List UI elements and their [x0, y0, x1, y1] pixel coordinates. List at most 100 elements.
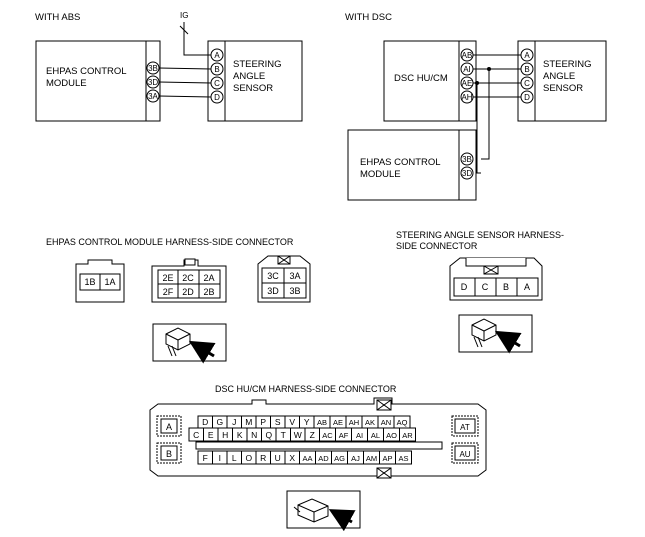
- dsc-pin-g: G: [216, 417, 223, 427]
- dsc-hucm-pins: AB AI AE AH: [460, 48, 474, 104]
- ehpas-c2-pin-2b: 2B: [203, 287, 214, 297]
- dsc-pin-u: U: [275, 453, 281, 463]
- dsc-wire-c-3d: [476, 83, 481, 174]
- ehpas-c3-pin-3a: 3A: [289, 271, 300, 281]
- dsc-pin-b: B: [166, 449, 172, 459]
- dsc-pin-k: K: [237, 430, 243, 440]
- dsc-pin-ap: AP: [382, 454, 392, 463]
- dsc-sensor-label-1: STEERING: [543, 59, 592, 70]
- dsc-pin-af: AF: [339, 431, 349, 440]
- dsc-pin-ar: AR: [402, 431, 413, 440]
- abs-wire-3b-b: [158, 67, 212, 70]
- dsc-pin-y: Y: [304, 417, 310, 427]
- ehpas-c1-pin-1b: 1B: [84, 277, 95, 287]
- dsc-pin-s: S: [275, 417, 281, 427]
- dsc-pin-a: A: [166, 422, 172, 432]
- dsc-pin-am: AM: [366, 454, 377, 463]
- sas-connector-title-1: STEERING ANGLE SENSOR HARNESS-: [396, 230, 564, 240]
- dsc-pin-ae: AE: [333, 418, 343, 427]
- ehpas-c3-pin-3b: 3B: [289, 286, 300, 296]
- dsc-sensor-pin-b: B: [524, 65, 529, 74]
- abs-sensor-label-2: ANGLE: [233, 71, 265, 82]
- dsc-pin-t: T: [281, 430, 286, 440]
- ehpas-connector-title: EHPAS CONTROL MODULE HARNESS-SIDE CONNEC…: [46, 237, 294, 247]
- ehpas-c2-pin-2f: 2F: [163, 287, 174, 297]
- dsc-pin-aa: AA: [302, 454, 312, 463]
- sas-connector-view-icon: [458, 314, 533, 354]
- dsc-ehpas-module-box: [347, 129, 477, 201]
- sas-pin-c: C: [482, 282, 489, 292]
- ehpas-connector-view-icon: [152, 323, 227, 364]
- dsc-pin-f: F: [203, 453, 208, 463]
- dsc-pin-h: H: [222, 430, 228, 440]
- dsc-pin-p: P: [260, 417, 266, 427]
- sas-connector-title-2: SIDE CONNECTOR: [396, 241, 478, 251]
- ehpas-c3-pin-3c: 3C: [267, 271, 279, 281]
- abs-ehpas-pins: 3B 3D 3A: [146, 61, 160, 103]
- dsc-pin-ao: AO: [386, 431, 397, 440]
- dsc-sensor-pins: A B C D: [520, 48, 534, 104]
- ehpas-c2-pin-2a: 2A: [203, 273, 214, 283]
- dsc-pin-d: D: [202, 417, 208, 427]
- dsc-sensor-pin-d: D: [524, 93, 530, 102]
- abs-sensor-pin-a: A: [214, 51, 220, 60]
- abs-ig-wire: [183, 24, 211, 56]
- dsc-pin-i: I: [219, 453, 221, 463]
- abs-sensor-label-3: SENSOR: [233, 83, 273, 94]
- dsc-pin-q: Q: [265, 430, 272, 440]
- dsc-ehpas-label-1: EHPAS CONTROL: [360, 157, 441, 168]
- abs-sensor-pins: A B C D: [210, 48, 224, 104]
- ehpas-c2-pin-2e: 2E: [162, 273, 173, 283]
- abs-sensor-label-1: STEERING: [233, 59, 282, 70]
- abs-sensor-box: [207, 40, 303, 122]
- dsc-pin-n: N: [251, 430, 257, 440]
- dsc-wire-b-3b: [481, 69, 490, 160]
- dsc-hucm-pin-ai: AI: [463, 65, 471, 74]
- dsc-pin-r: R: [260, 453, 266, 463]
- dsc-pin-ah: AH: [349, 418, 359, 427]
- dsc-pin-an: AN: [381, 418, 391, 427]
- dsc-ehpas-label-2: MODULE: [360, 169, 401, 180]
- ehpas-c2-pin-2d: 2D: [182, 287, 194, 297]
- ig-label: IG: [180, 11, 188, 20]
- dsc-pin-ad: AD: [318, 454, 329, 463]
- dsc-ehpas-pin-3d: 3D: [462, 169, 472, 178]
- dsc-connector-view-icon: [286, 490, 361, 532]
- abs-ehpas-pin-3d: 3D: [148, 78, 158, 87]
- abs-sensor-pin-c: C: [214, 79, 220, 88]
- dsc-hucm-pin-ab: AB: [462, 51, 473, 60]
- sas-connector: D C B A: [449, 257, 543, 301]
- abs-sensor-pin-d: D: [214, 93, 220, 102]
- dsc-pin-c: C: [193, 430, 199, 440]
- dsc-hucm-pin-ae: AE: [462, 79, 473, 88]
- dsc-pin-cell: [395, 450, 412, 465]
- dsc-pin-e: E: [208, 430, 214, 440]
- sas-pin-a: A: [524, 282, 530, 292]
- abs-sensor-pin-b: B: [214, 65, 219, 74]
- dsc-pin-x: X: [289, 453, 295, 463]
- ehpas-connector-3: 3C 3A 3D 3B: [257, 255, 311, 303]
- dsc-sensor-label-3: SENSOR: [543, 83, 583, 94]
- dsc-ehpas-pins: 3B 3D: [460, 152, 474, 180]
- dsc-pin-ak: AK: [365, 418, 375, 427]
- dsc-sensor-pin-c: C: [524, 79, 530, 88]
- abs-wire-3a-d: [158, 95, 212, 98]
- dsc-pin-z: Z: [310, 430, 315, 440]
- dsc-connector-key-rib: [195, 441, 443, 450]
- dsc-connector-title: DSC HU/CM HARNESS-SIDE CONNECTOR: [215, 384, 397, 394]
- dsc-pin-ag: AG: [334, 454, 345, 463]
- ehpas-c1-pin-1a: 1A: [104, 277, 115, 287]
- dsc-hucm-label: DSC HU/CM: [394, 73, 448, 84]
- dsc-pin-aq: AQ: [397, 418, 408, 427]
- dsc-pin-cell: [399, 427, 416, 442]
- dsc-hucm-pin-ah: AH: [461, 93, 472, 102]
- dsc-pin-ai: AI: [356, 431, 363, 440]
- abs-ehpas-label-2: MODULE: [46, 78, 87, 89]
- abs-ehpas-pin-3a: 3A: [148, 92, 158, 101]
- ehpas-c2-pin-2c: 2C: [182, 273, 194, 283]
- dsc-pin-m: M: [245, 417, 252, 427]
- abs-section-title: WITH ABS: [35, 12, 80, 23]
- abs-ehpas-module-box: [35, 40, 161, 122]
- ehpas-connector-2: 2E 2C 2A 2F 2D 2B: [151, 258, 227, 303]
